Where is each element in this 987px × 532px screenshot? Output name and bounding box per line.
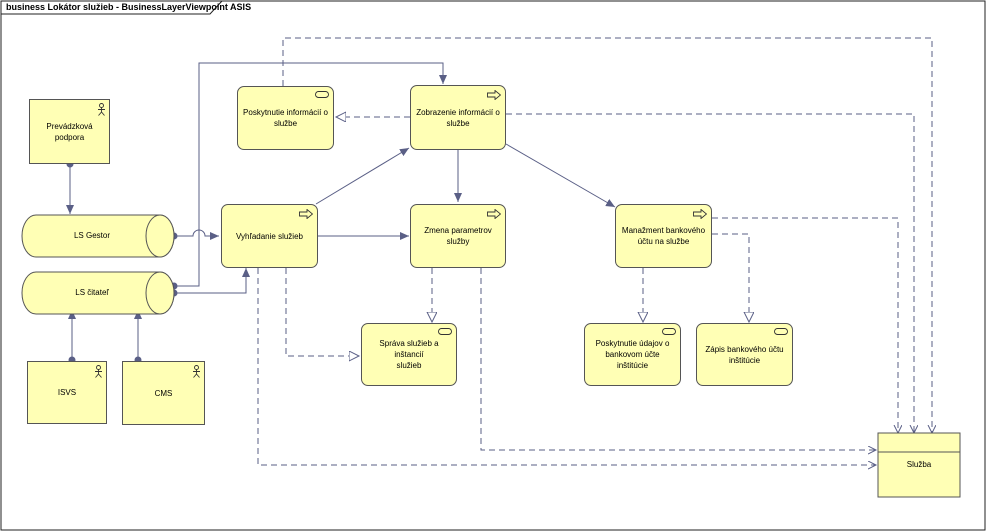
process-arrow-icon [693, 209, 707, 219]
process-arrow-icon [487, 209, 501, 219]
actor-prevadzkova-podpora[interactable]: Prevádzková podpora [29, 99, 110, 164]
interface-citatel-label: LS čitateľ [75, 288, 109, 297]
interface-gestor-label: LS Gestor [73, 231, 110, 240]
actor-cms[interactable]: CMS [122, 361, 205, 425]
edge-citatel-vyhladanie [170, 268, 250, 297]
process-zobrazenie-informacii[interactable]: Zobrazenie informácií o službe [410, 85, 506, 150]
edges [66, 62, 616, 364]
service-zapis-uctu-label: Zápis bankového účtu inštitúcie [705, 344, 784, 365]
object-sluzba[interactable] [877, 432, 961, 498]
process-manazment-label: Manažment bankového účtu na službe [621, 226, 706, 246]
service-poskytnutie-udajov-label: Poskytnutie údajov o bankovom účte inšti… [595, 339, 670, 370]
service-icon [315, 91, 329, 98]
service-icon [662, 328, 676, 335]
service-sprava-sluzieb-label: Správa služieb a inštancií služieb [379, 339, 439, 370]
process-zmena-label: Zmena parametrov služby [424, 226, 492, 246]
edge-citatel-zobrazenie [170, 62, 447, 290]
edge-manazment-zapis [712, 233, 749, 322]
edge-vyhladanie-sluzba [257, 268, 876, 465]
actor-icon [95, 365, 102, 378]
edge-vyhladanie-zobrazenie [315, 147, 410, 205]
edge-poskytnutie-sluzba [282, 37, 932, 433]
process-manazment-uctu[interactable]: Manažment bankového účtu na službe [615, 204, 712, 268]
edge-gestor-vyhladanie [170, 229, 219, 240]
edge-zobrazenie-sluzba [506, 113, 914, 433]
actor-icon [193, 365, 200, 378]
edge-zmena-sluzba [480, 268, 876, 450]
interface-citatel[interactable] [21, 271, 175, 315]
edge-manazment-sluzba [712, 217, 898, 433]
process-zmena-parametrov[interactable]: Zmena parametrov služby [410, 204, 506, 268]
process-arrow-icon [487, 90, 501, 100]
interface-gestor[interactable] [21, 214, 175, 258]
object-sluzba-label: Služba [906, 460, 932, 469]
service-poskytnutie-informacii[interactable]: Poskytnutie informácií o službe [237, 86, 334, 150]
service-icon [438, 328, 452, 335]
actor-icon [98, 103, 105, 116]
service-poskytnutie-informacii-label: Poskytnutie informácií o službe [243, 108, 328, 128]
dashed-edges [257, 37, 932, 465]
actor-isvs-label: ISVS [57, 388, 77, 397]
actor-prevadzkova-label: Prevádzková podpora [46, 121, 93, 142]
process-zobrazenie-label: Zobrazenie informácií o službe [416, 107, 500, 128]
edge-zobrazenie-manazment [505, 143, 616, 208]
process-arrow-icon [299, 209, 313, 219]
service-icon [774, 328, 788, 335]
frame-tab [1, 0, 223, 15]
process-vyhladanie-sluzieb[interactable]: Vyhľadanie služieb [221, 204, 318, 268]
actor-isvs[interactable]: ISVS [27, 361, 107, 424]
actor-cms-label: CMS [154, 388, 173, 398]
service-poskytnutie-udajov[interactable]: Poskytnutie údajov o bankovom účte inšti… [584, 323, 681, 386]
diagram-title: business Lokátor služieb - BusinessLayer… [6, 2, 252, 12]
service-zapis-uctu[interactable]: Zápis bankového účtu inštitúcie [696, 323, 793, 386]
edge-vyhladanie-sprava [285, 268, 359, 356]
service-sprava-sluzieb[interactable]: Správa služieb a inštancií služieb [361, 323, 457, 386]
process-vyhladanie-label: Vyhľadanie služieb [236, 231, 303, 241]
